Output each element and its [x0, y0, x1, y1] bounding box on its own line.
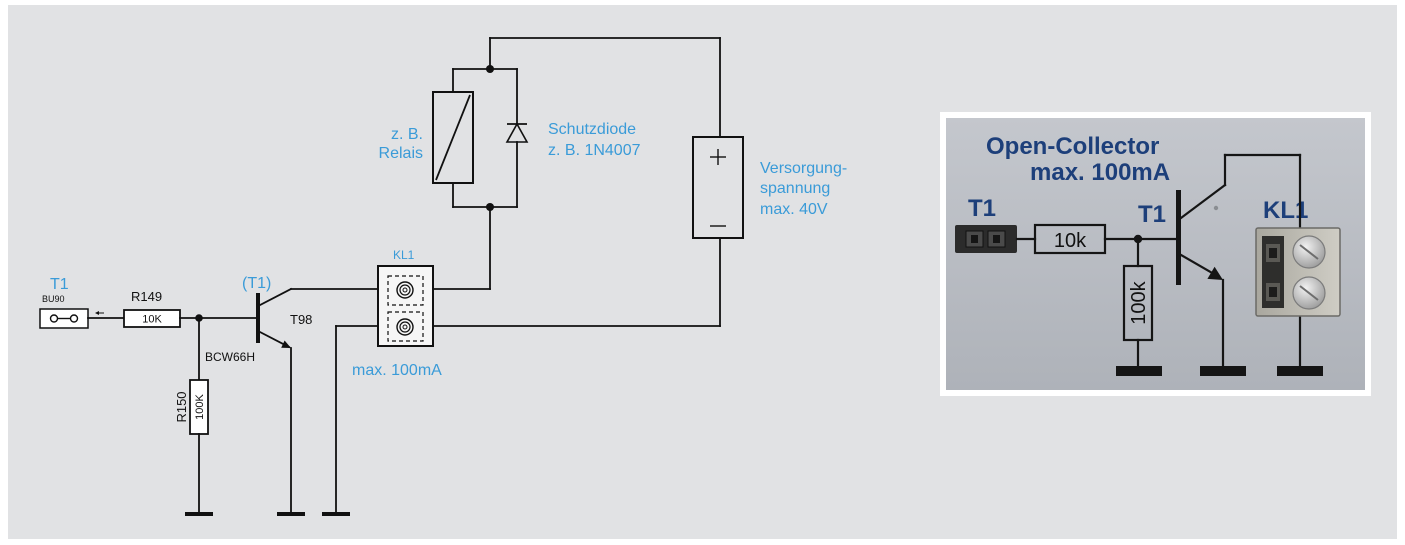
terminal-body [377, 265, 434, 347]
supply-label-line3: max. 40V [760, 201, 828, 218]
supply-label-line1: Versorgung- [760, 160, 847, 177]
photo-resistor-base-value: 10k [1054, 230, 1087, 252]
r150-value: 100K [194, 393, 206, 419]
photo-transistor-collector [1179, 183, 1227, 220]
photo-jumper-label: T1 [968, 195, 996, 222]
transistor-type: BCW66H [205, 350, 255, 364]
relay-label-line2: Relais [379, 145, 423, 162]
terminal-kl1: KL1 max. 100mA [352, 248, 442, 379]
photo-resistor-pull-value: 100k [1128, 280, 1150, 324]
r149-name: R149 [131, 289, 162, 304]
supply-label-line2: spannung [760, 180, 830, 197]
photo-marker-dot [1213, 205, 1219, 211]
terminal-name: KL1 [393, 248, 415, 262]
photo-jumper-icon [955, 225, 1017, 253]
photo-terminal-label: KL1 [1263, 197, 1308, 224]
screw-icon [396, 318, 414, 336]
r150-name: R150 [174, 391, 189, 422]
terminal-slot [387, 311, 424, 342]
jumper-label: T1 [50, 276, 69, 293]
r149-value: 10K [142, 314, 162, 326]
transistor-t98: (T1) T98 BCW66H [205, 275, 312, 364]
terminal-note: max. 100mA [352, 362, 442, 379]
terminal-slot [387, 275, 424, 306]
transistor-collector [258, 287, 293, 307]
transistor-base-bar [256, 293, 260, 343]
relay-label-line1: z. B. [391, 126, 423, 143]
jumper-connector: T1 BU90 [39, 276, 104, 329]
jumper-part: BU90 [42, 294, 65, 304]
diode-label-line2: z. B. 1N4007 [548, 142, 641, 159]
relay-coil-icon [432, 91, 474, 184]
diode-label-line1: Schutzdiode [548, 121, 636, 138]
photo-screw-terminal-icon [1255, 227, 1341, 317]
resistor-r149: R149 10K [123, 289, 181, 328]
junction-dot [486, 203, 494, 211]
transistor-name: T98 [290, 312, 312, 327]
photo-transistor-emitter [1179, 253, 1216, 276]
power-supply: Versorgung- spannung max. 40V [692, 136, 847, 239]
screw-icon [396, 281, 414, 299]
plus-icon [710, 149, 726, 165]
photo-emitter-arrow-icon [1207, 266, 1223, 280]
relay-diode-group: z. B. Relais Schutzdiode z. B. 1N4007 [379, 65, 641, 211]
photo-title: Open-Collector [986, 133, 1159, 160]
photo-transistor-label: T1 [1138, 201, 1166, 228]
signal-arrow-icon [95, 311, 104, 315]
supply-body [692, 136, 744, 239]
photo-ground-icon [1200, 366, 1246, 376]
photo-transistor-base-bar [1176, 190, 1181, 285]
photo-subtitle: max. 100mA [1030, 159, 1170, 186]
photo-ground-icon [1116, 366, 1162, 376]
schematic: T1 BU90 R149 10K 100K R150 [39, 37, 847, 516]
transistor-ref: (T1) [242, 275, 271, 292]
resistor-r150: 100K R150 [174, 379, 209, 435]
emitter-arrow-icon [281, 340, 291, 348]
pcb-photo: Open-Collector max. 100mA T1 T1 KL1 10k … [940, 112, 1371, 396]
diode-icon [505, 122, 529, 143]
photo-ground-icon [1277, 366, 1323, 376]
